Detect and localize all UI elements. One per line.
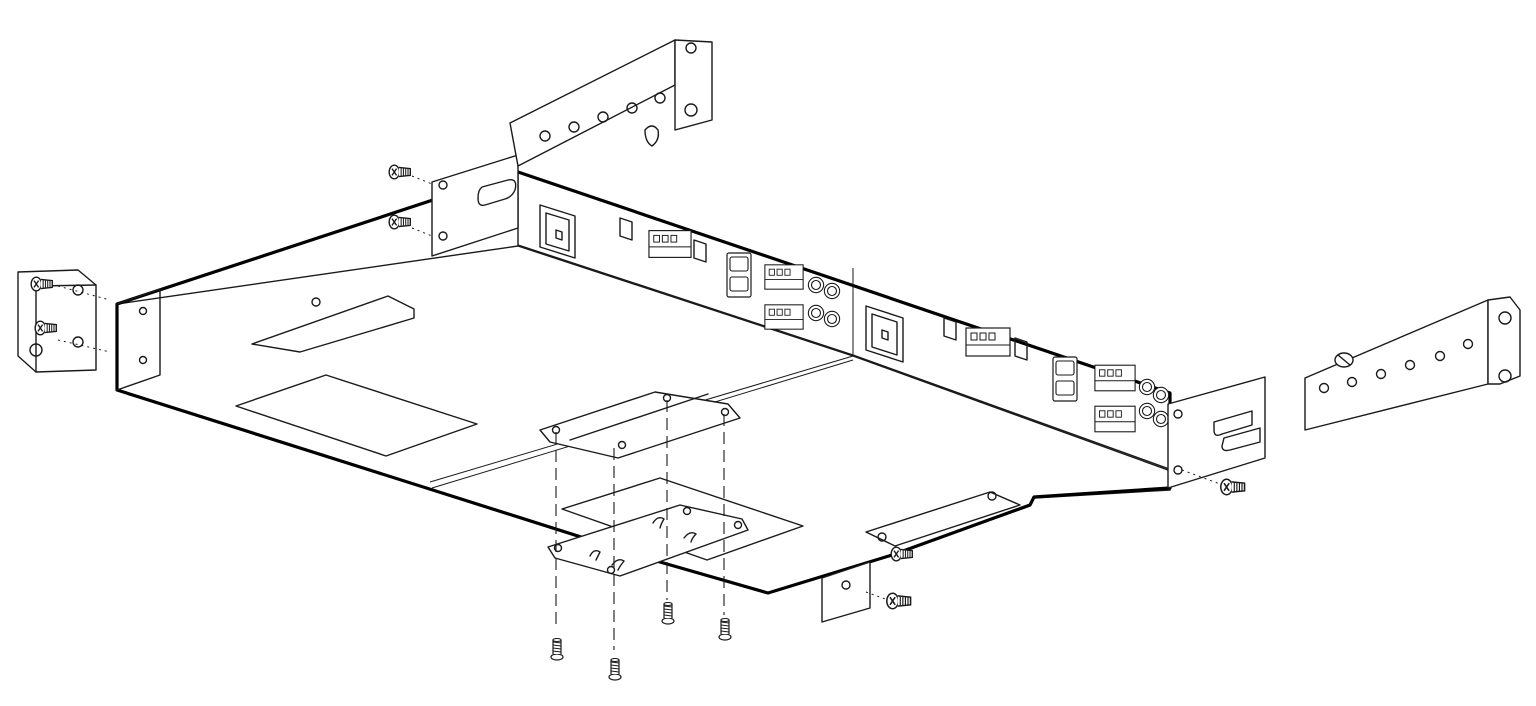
front-mount-tab <box>821 491 1021 623</box>
wall-mount-plate-lower <box>547 504 749 577</box>
left-rack-bracket <box>431 39 713 257</box>
terminal-block-icon <box>648 229 692 259</box>
left-side-bracket <box>17 269 97 373</box>
left-end-hole-lower <box>138 355 148 365</box>
power-inlet-icon <box>539 204 576 259</box>
left-end-hole-upper <box>138 306 148 316</box>
fan-cover-plate <box>251 295 415 353</box>
chassis-outline <box>115 170 1172 595</box>
coax-connector-icon <box>807 276 825 294</box>
wall-mount-plate-upper <box>539 391 741 459</box>
right-side-bracket <box>1304 296 1521 431</box>
screw-icon <box>388 164 412 180</box>
rj45-port-icon <box>726 252 752 298</box>
alignment-lines <box>57 175 1221 650</box>
right-rack-bracket <box>1167 376 1266 489</box>
chassis-left-end <box>116 288 161 391</box>
label-area-left <box>235 374 478 457</box>
